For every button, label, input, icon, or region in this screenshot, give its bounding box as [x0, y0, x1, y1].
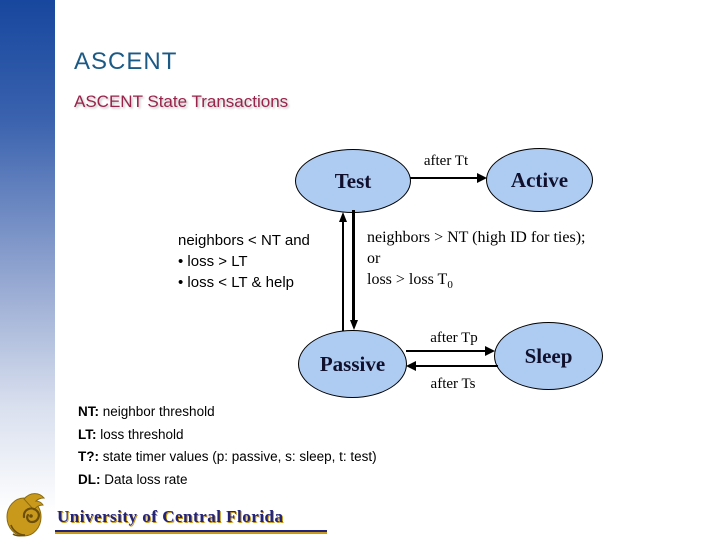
condition-loss-text: loss > loss T [367, 271, 448, 288]
legend-term: NT: [78, 404, 99, 419]
arrowhead-right-icon [485, 346, 495, 356]
legend-row-t: T?: state timer values (p: passive, s: s… [78, 446, 377, 469]
sidebar-gradient-bar [0, 0, 55, 540]
state-test-label: Test [334, 168, 372, 193]
legend-def: Data loss rate [100, 471, 188, 487]
condition-to-test-line3: • loss < LT & help [178, 274, 295, 291]
arrow-test-to-passive [352, 210, 355, 321]
state-passive: Passive [298, 330, 407, 398]
condition-loss-subscript: 0 [447, 279, 453, 292]
slide-subtitle: ASCENT State Transactions [74, 92, 289, 111]
legend: NT: neighbor threshold LT: loss threshol… [78, 401, 377, 491]
slide-title: ASCENT [74, 48, 178, 75]
state-sleep: Sleep [494, 322, 603, 390]
condition-to-passive: neighbors > NT (high ID for ties); or lo… [367, 227, 585, 296]
legend-def: neighbor threshold [99, 404, 215, 419]
legend-row-lt: LT: loss threshold [78, 424, 377, 447]
arrowhead-right-icon [477, 173, 487, 183]
arrow-passive-to-test [342, 221, 344, 331]
state-passive-label: Passive [319, 351, 386, 376]
ucf-pegasus-icon [6, 493, 46, 537]
state-active-label: Active [510, 167, 569, 192]
arrow-passive-to-sleep [406, 350, 486, 352]
arrowhead-left-icon [406, 361, 416, 371]
condition-to-passive-line3: loss > loss T0 [367, 269, 585, 296]
transition-label-after-tp: after Tp [430, 330, 478, 346]
condition-to-test-line1: neighbors < NT and [178, 232, 310, 249]
transition-label-after-tt: after Tt [423, 153, 469, 169]
arrowhead-up-icon [339, 212, 347, 222]
transition-label-after-ts: after Ts [430, 376, 476, 392]
legend-term: LT: [78, 426, 97, 442]
institution-wordmark: University of Central Florida [57, 507, 284, 526]
condition-to-passive-line1: neighbors > NT (high ID for ties); [367, 229, 586, 246]
legend-term: DL: [78, 471, 101, 487]
legend-row-dl: DL: Data loss rate [78, 469, 377, 492]
condition-to-test: neighbors < NT and • loss > LT • loss < … [178, 230, 310, 293]
condition-to-test-line2: • loss > LT [178, 253, 248, 270]
state-active: Active [486, 148, 593, 212]
arrowhead-down-icon [349, 320, 358, 330]
state-sleep-label: Sleep [524, 343, 573, 368]
legend-def: state timer values (p: passive, s: sleep… [99, 449, 377, 464]
legend-term: T?: [78, 449, 99, 464]
legend-row-nt: NT: neighbor threshold [78, 401, 377, 424]
legend-def: loss threshold [96, 426, 184, 442]
arrow-sleep-to-passive [416, 365, 498, 367]
wordmark-underline [55, 530, 327, 534]
arrow-test-to-active [410, 177, 478, 179]
state-test: Test [295, 149, 411, 213]
condition-to-passive-line2: or [367, 250, 381, 267]
